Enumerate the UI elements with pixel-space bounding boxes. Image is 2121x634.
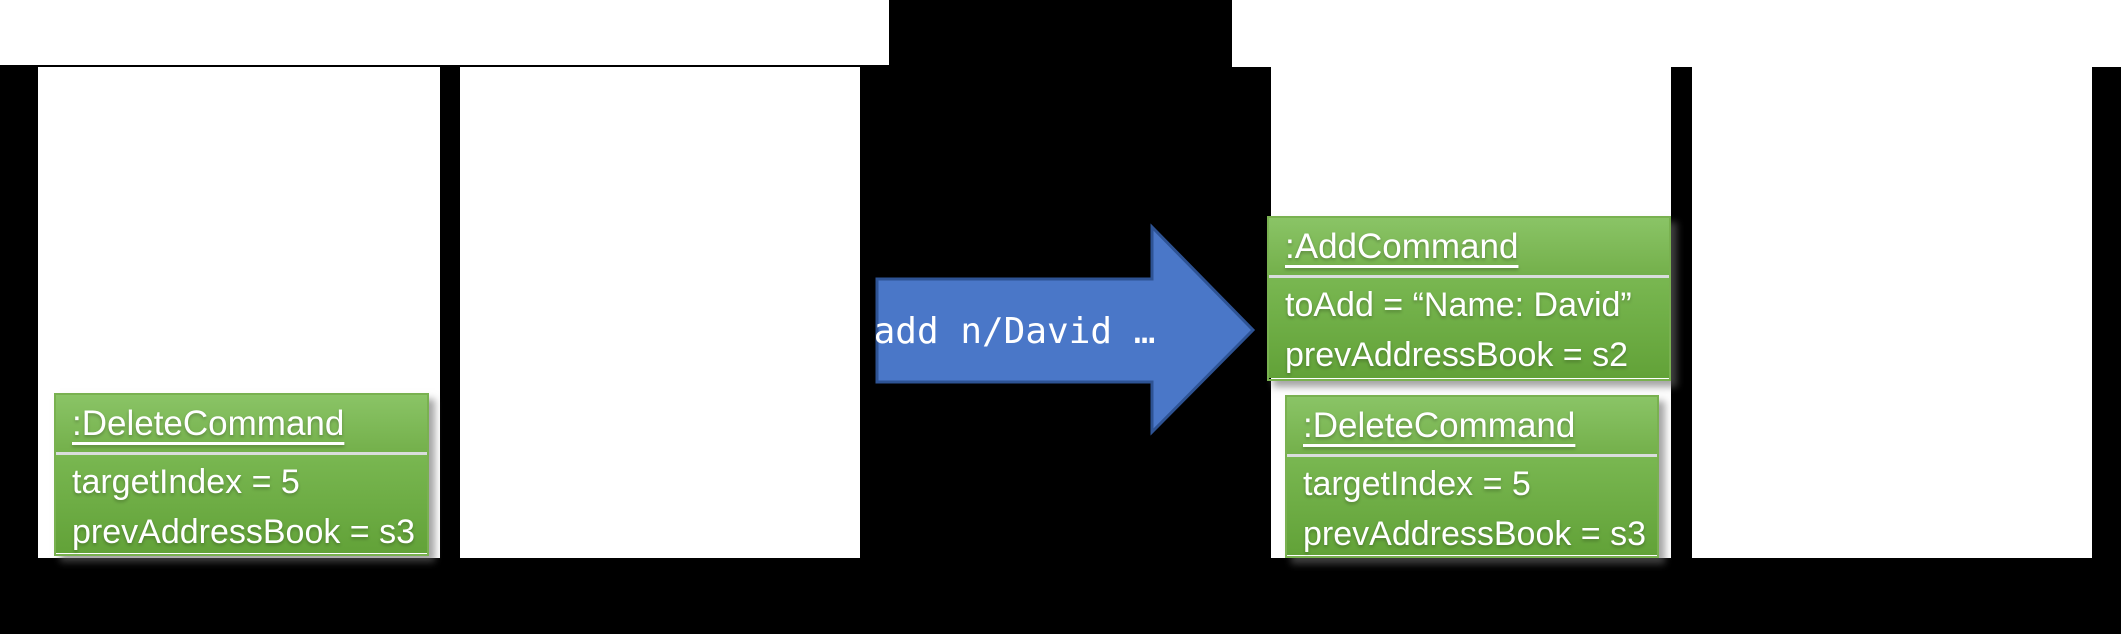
command-box-title: :DeleteCommand bbox=[72, 403, 345, 443]
delete-command-box-left: :DeleteCommand targetIndex = 5 prevAddre… bbox=[54, 393, 429, 556]
command-field: prevAddressBook = s3 bbox=[1303, 515, 1647, 553]
command-box-body: toAdd = “Name: David” prevAddressBook = … bbox=[1269, 278, 1669, 378]
add-command-box: :AddCommand toAdd = “Name: David” prevAd… bbox=[1267, 216, 1671, 381]
command-field: prevAddressBook = s2 bbox=[1285, 336, 1629, 374]
command-field: toAdd = “Name: David” bbox=[1285, 286, 1632, 324]
command-field: targetIndex = 5 bbox=[1303, 465, 1531, 503]
top-white-band-right bbox=[1232, 0, 2121, 67]
command-box-body: targetIndex = 5 prevAddressBook = s3 bbox=[56, 455, 427, 553]
state-panel-4 bbox=[1692, 67, 2092, 558]
command-field: targetIndex = 5 bbox=[72, 463, 300, 501]
arrow-label: add n/David … bbox=[873, 310, 1156, 352]
command-box-title: :DeleteCommand bbox=[1303, 405, 1576, 445]
command-field: prevAddressBook = s3 bbox=[72, 513, 416, 551]
command-box-body: targetIndex = 5 prevAddressBook = s3 bbox=[1287, 457, 1657, 555]
state-panel-2 bbox=[460, 67, 860, 558]
command-box-header: :AddCommand bbox=[1269, 218, 1669, 278]
command-box-header: :DeleteCommand bbox=[1287, 397, 1657, 457]
delete-command-box-right: :DeleteCommand targetIndex = 5 prevAddre… bbox=[1285, 395, 1659, 558]
command-box-header: :DeleteCommand bbox=[56, 395, 427, 455]
top-white-band-left bbox=[0, 0, 889, 65]
command-box-title: :AddCommand bbox=[1285, 226, 1519, 266]
